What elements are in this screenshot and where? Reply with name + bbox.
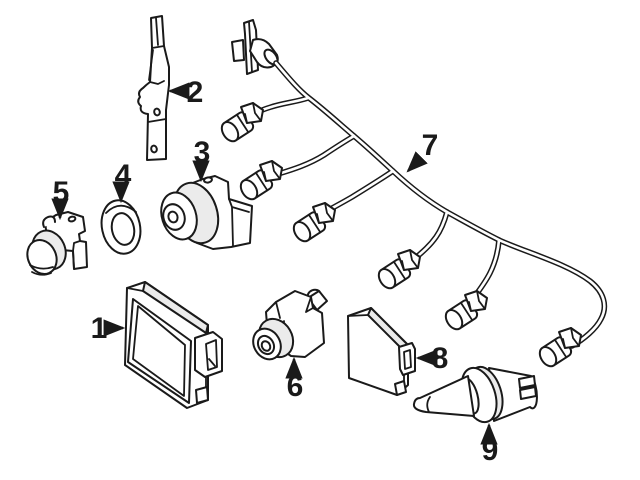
callout-1-number[interactable]: 1 (91, 312, 108, 345)
part-9-ambient-temperature-sensor (412, 365, 538, 424)
part-2-mounting-bracket (137, 15, 170, 161)
callout-4-number[interactable]: 4 (115, 159, 132, 192)
callout-3[interactable]: 3 (192, 136, 211, 183)
callout-3-number[interactable]: 3 (194, 136, 211, 169)
callout-7[interactable]: 7 (406, 129, 439, 173)
callout-8[interactable]: 8 (415, 342, 449, 375)
part-8-control-unit-small (347, 307, 416, 396)
callout-9-number[interactable]: 9 (482, 434, 499, 467)
callout-9[interactable]: 9 (480, 422, 499, 467)
callout-2[interactable]: 2 (167, 76, 204, 109)
callout-7-arrow (406, 151, 428, 173)
callout-4[interactable]: 4 (112, 159, 132, 204)
module-face-panel (127, 298, 192, 404)
bracket-hole-lower (150, 144, 158, 154)
callout-2-number[interactable]: 2 (187, 76, 204, 109)
temp-sensor-probe (412, 375, 475, 417)
module-foot (195, 386, 209, 404)
callout-8-number[interactable]: 8 (432, 342, 449, 375)
callout-7-number[interactable]: 7 (422, 129, 439, 162)
part-4-seal-ring (100, 199, 142, 255)
part-5-parking-sensor-small (26, 211, 88, 276)
callout-1[interactable]: 1 (91, 312, 126, 345)
temp-sensor-terminals (518, 375, 537, 400)
callouts: 1 2 3 4 5 6 7 8 (51, 76, 499, 467)
part-7-wiring-harness (217, 19, 604, 371)
part-1-control-module (124, 281, 223, 409)
sensor-lens-hole (167, 210, 179, 224)
unit-connector (398, 342, 416, 376)
ring-inner-hole (110, 212, 136, 246)
harness-main-connector (231, 19, 279, 75)
callout-5[interactable]: 5 (51, 176, 70, 221)
callout-5-number[interactable]: 5 (53, 176, 70, 209)
callout-6-number[interactable]: 6 (287, 370, 304, 403)
bracket-hole-upper (153, 107, 161, 117)
unit-foot (394, 380, 407, 396)
part-6-camera-sensor (252, 288, 328, 361)
callout-6[interactable]: 6 (285, 356, 304, 403)
part-3-parking-sensor-large (160, 175, 253, 250)
